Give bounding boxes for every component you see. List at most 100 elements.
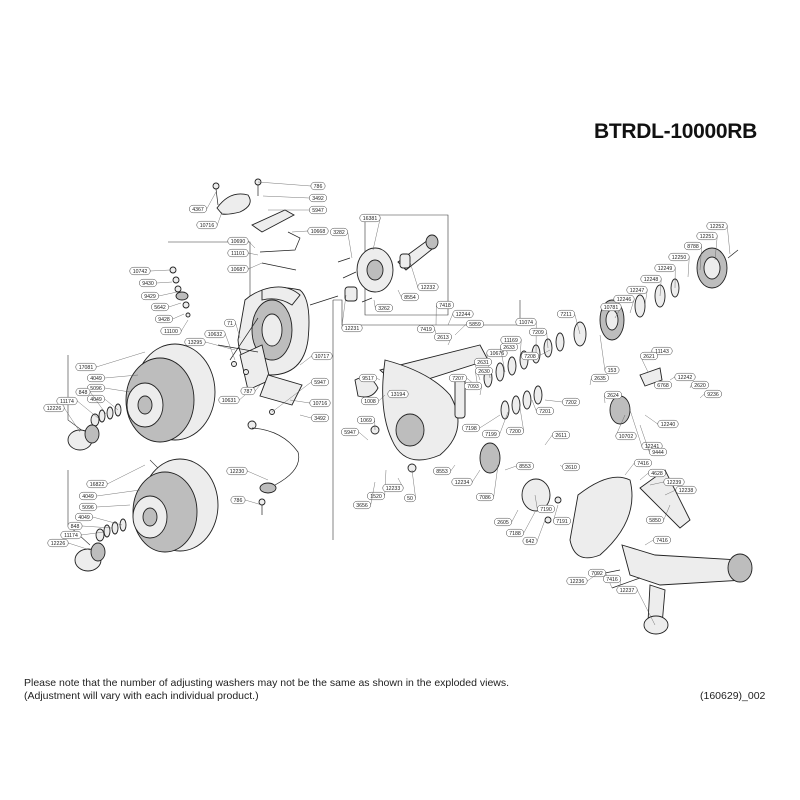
- part-number-badge: [649, 447, 667, 457]
- part-number: 787: [244, 389, 253, 395]
- part-number-badge: [227, 264, 249, 274]
- part-number-badge: [311, 351, 333, 361]
- part-number-badge: [506, 528, 524, 538]
- part-number-badge: [691, 380, 709, 390]
- part-number-badge: [615, 431, 637, 441]
- leader-line: [181, 319, 189, 332]
- part-callout: 8553: [504, 461, 534, 471]
- part-callout: 4367: [189, 191, 217, 214]
- part-number-badge: [552, 430, 570, 440]
- part-callout: 7416: [644, 535, 671, 546]
- part-number-badge: [516, 461, 534, 471]
- part-number-badge: [449, 373, 467, 383]
- leader-line: [409, 261, 418, 288]
- leader-line: [372, 217, 381, 251]
- part-number: 7201: [539, 409, 551, 415]
- part-number-badge: [464, 381, 482, 391]
- part-number-badge: [160, 326, 182, 336]
- leader-line: [523, 511, 536, 534]
- leader-line: [235, 322, 241, 339]
- part-number-badge: [562, 462, 580, 472]
- part-number: 9430: [142, 281, 154, 287]
- part-number: 10742: [133, 269, 148, 275]
- part-number-badge: [486, 348, 508, 358]
- leader-line: [511, 509, 519, 523]
- leader-line: [68, 542, 91, 551]
- part-number-badge: [696, 231, 718, 241]
- part-number-badge: [204, 329, 226, 339]
- leader-line: [89, 391, 107, 415]
- leader-line: [504, 465, 517, 471]
- leader-line: [254, 384, 261, 392]
- part-callout: 2611: [544, 430, 570, 446]
- part-number-badge: [626, 285, 648, 295]
- part-callout: 9444: [639, 424, 667, 457]
- leader-line: [248, 240, 256, 249]
- part-number: 7202: [565, 400, 577, 406]
- part-number-badge: [603, 574, 621, 584]
- part-number-badge: [654, 380, 672, 390]
- part-callout: 7201: [531, 399, 554, 416]
- part-callout: 11174: [56, 396, 99, 419]
- part-number: 16822: [90, 482, 105, 488]
- part-number: 2624: [607, 393, 619, 399]
- leader-line: [92, 516, 123, 526]
- part-number-badge: [663, 477, 685, 487]
- part-number: 4628: [651, 471, 663, 477]
- part-number: 7199: [485, 432, 497, 438]
- part-number: 7093: [467, 384, 479, 390]
- part-number: 2610: [565, 465, 577, 471]
- part-number-badge: [474, 357, 492, 367]
- part-number: 786: [234, 498, 243, 504]
- part-number: 11074: [519, 320, 533, 326]
- part-number-badge: [227, 236, 249, 246]
- part-callout: 10687: [227, 262, 263, 274]
- leader-line: [544, 434, 553, 446]
- part-callout: 10716: [289, 398, 331, 408]
- part-callout: 13194: [387, 389, 409, 399]
- part-callout: 787: [240, 384, 261, 396]
- part-number-badge: [521, 351, 539, 361]
- part-number-badge: [462, 423, 480, 433]
- part-number: 12232: [421, 285, 436, 291]
- leader-line: [217, 211, 223, 226]
- part-number-badge: [537, 504, 555, 514]
- leader-line: [714, 235, 718, 261]
- leader-line: [699, 245, 702, 271]
- part-number-badge: [434, 332, 452, 342]
- part-number: 3282: [333, 230, 345, 236]
- part-number: 2630: [478, 369, 490, 375]
- part-number-badge: [224, 318, 236, 328]
- part-number: 2613: [437, 335, 449, 341]
- part-number-badge: [536, 406, 554, 416]
- part-number-badge: [129, 266, 151, 276]
- leader-line: [245, 499, 263, 506]
- part-callout: 642: [522, 519, 546, 546]
- part-number: 9517: [362, 376, 374, 382]
- leader-line: [96, 489, 141, 497]
- part-number-badge: [634, 458, 652, 468]
- part-number-badge: [604, 365, 620, 375]
- part-number-badge: [651, 346, 673, 356]
- part-number-badge: [87, 373, 105, 383]
- part-callout: 4628: [639, 468, 666, 481]
- part-number: 7416: [656, 538, 668, 544]
- part-number: 2620: [694, 383, 706, 389]
- part-callout: 12233: [382, 477, 404, 493]
- part-number: 12248: [644, 277, 659, 283]
- part-number: 10690: [231, 239, 246, 245]
- leader-line: [589, 377, 592, 386]
- part-callout: 12232: [409, 261, 439, 292]
- part-callout: 17081: [75, 351, 146, 372]
- part-callout: 9430: [139, 278, 173, 288]
- model-title: BTRDL-10000RB: [594, 120, 757, 143]
- part-callout: 2620: [689, 380, 709, 390]
- part-callout: 12226: [47, 538, 91, 551]
- part-number-badge: [226, 466, 248, 476]
- part-number-badge: [500, 342, 518, 352]
- leader-line: [64, 407, 81, 433]
- part-callout: 12244: [447, 309, 474, 326]
- part-number-badge: [79, 502, 97, 512]
- part-number: 9428: [158, 317, 170, 323]
- part-number: 12239: [667, 480, 682, 486]
